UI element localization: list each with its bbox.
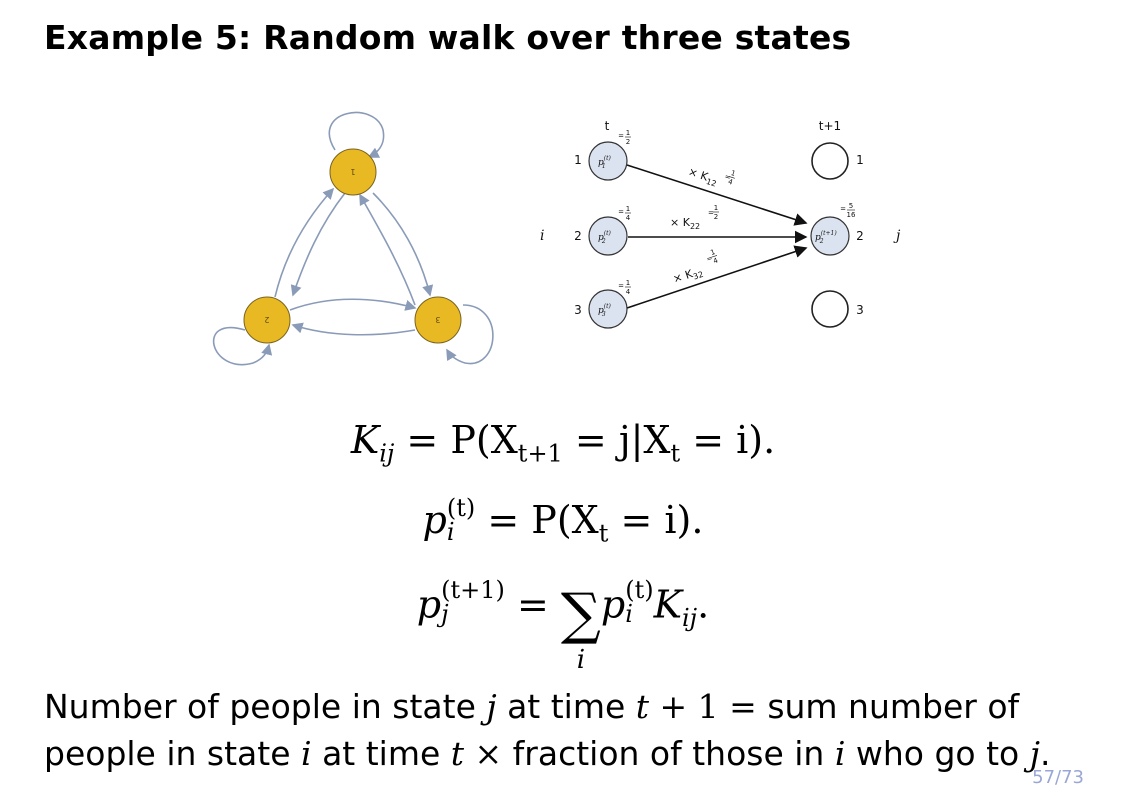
left-node-1-value: = 1 2 xyxy=(618,129,631,146)
svg-text:2: 2 xyxy=(714,213,718,221)
right-node-1 xyxy=(811,142,849,180)
right-node-2-value: = 5 16 xyxy=(840,202,856,219)
state-node-3-label: 3 xyxy=(435,315,440,324)
explanation-paragraph: Number of people in state j at time t + … xyxy=(44,687,1051,773)
svg-text:16: 16 xyxy=(847,211,856,219)
edge-3-2 xyxy=(291,322,416,336)
svg-text:1: 1 xyxy=(626,279,630,287)
state-graph-diagram: 1 2 3 xyxy=(212,111,494,366)
svg-text:=: = xyxy=(840,205,846,213)
svg-text:1: 1 xyxy=(709,248,716,257)
state-node-2 xyxy=(243,296,291,344)
edge-1-2 xyxy=(290,192,346,297)
svg-text:4: 4 xyxy=(727,178,734,187)
equation-state-probability: p(t)i = P(Xt = i). xyxy=(422,493,704,548)
edge-2-label: × K22 = 1 2 xyxy=(670,204,719,231)
svg-text:1: 1 xyxy=(714,204,718,212)
svg-text:1: 1 xyxy=(626,205,630,213)
row-label-i: i xyxy=(540,228,544,244)
svg-text:=: = xyxy=(706,254,714,263)
sum-operator: ∑i xyxy=(560,582,601,675)
left-node-3 xyxy=(588,289,628,329)
right-node-3 xyxy=(811,290,849,328)
svg-text:4: 4 xyxy=(712,256,719,265)
equation-transition-kernel: Kij = P(Xt+1 = j|Xt = i). xyxy=(350,418,776,468)
svg-text:4: 4 xyxy=(626,288,631,296)
svg-text:2: 2 xyxy=(626,138,630,146)
state-node-2-label: 2 xyxy=(264,315,269,324)
svg-text:=: = xyxy=(708,209,714,217)
left-node-2-text: p(t)2 xyxy=(598,230,612,245)
edge-1-1 xyxy=(328,111,385,158)
left-node-3-value: = 1 4 xyxy=(618,279,631,296)
left-node-1-text: p(t)1 xyxy=(598,155,612,170)
right-node-3-index: 3 xyxy=(856,303,864,317)
column-t-label: t xyxy=(605,119,610,133)
edge-2-2 xyxy=(212,327,273,366)
edge-3-to-2 xyxy=(626,245,808,309)
left-node-1-index: 1 xyxy=(574,153,582,167)
left-node-2-value: = 1 4 xyxy=(618,205,631,222)
state-node-1-label: 1 xyxy=(350,167,355,176)
edge-2-3 xyxy=(289,298,417,311)
page-number[interactable]: 57/73 xyxy=(1032,767,1084,788)
left-node-3-text: p(t)3 xyxy=(598,303,612,318)
left-node-2 xyxy=(588,216,628,256)
svg-text:× K12: × K12 xyxy=(686,165,719,189)
svg-text:=: = xyxy=(618,208,624,216)
slide-title: Example 5: Random walk over three states xyxy=(44,18,852,57)
edge-2-1 xyxy=(274,187,335,298)
edge-3-3 xyxy=(446,304,494,365)
edge-1-to-2 xyxy=(626,164,808,226)
right-node-2-index: 2 xyxy=(856,229,864,243)
column-t1-label: t+1 xyxy=(819,119,841,133)
left-node-3-index: 3 xyxy=(574,303,582,317)
svg-text:5: 5 xyxy=(849,202,853,210)
edge-1-3 xyxy=(372,192,434,297)
svg-text:=: = xyxy=(724,172,732,181)
svg-text:1: 1 xyxy=(626,129,630,137)
left-node-1 xyxy=(588,141,628,181)
edge-3-1 xyxy=(359,193,416,306)
edge-1-label: × K12 = 1 4 xyxy=(686,165,737,189)
row-label-j: j xyxy=(893,228,901,244)
state-node-3 xyxy=(414,296,462,344)
svg-text:=: = xyxy=(618,282,624,290)
svg-text:× K22: × K22 xyxy=(670,216,700,231)
edge-3-label: × K32 = 1 4 xyxy=(671,248,719,288)
svg-text:× K32: × K32 xyxy=(671,264,704,288)
svg-text:1: 1 xyxy=(730,169,737,178)
transition-flow-diagram: t t+1 1 2 3 1 2 3 i j p(t)1 p(t)2 p(t)3 … xyxy=(540,119,901,329)
svg-text:4: 4 xyxy=(626,214,631,222)
svg-text:=: = xyxy=(618,132,624,140)
right-node-2 xyxy=(810,216,850,256)
right-node-1-index: 1 xyxy=(856,153,864,167)
left-node-2-index: 2 xyxy=(574,229,582,243)
state-node-1 xyxy=(329,148,377,196)
right-node-2-text: p(t+1)2 xyxy=(815,230,837,245)
